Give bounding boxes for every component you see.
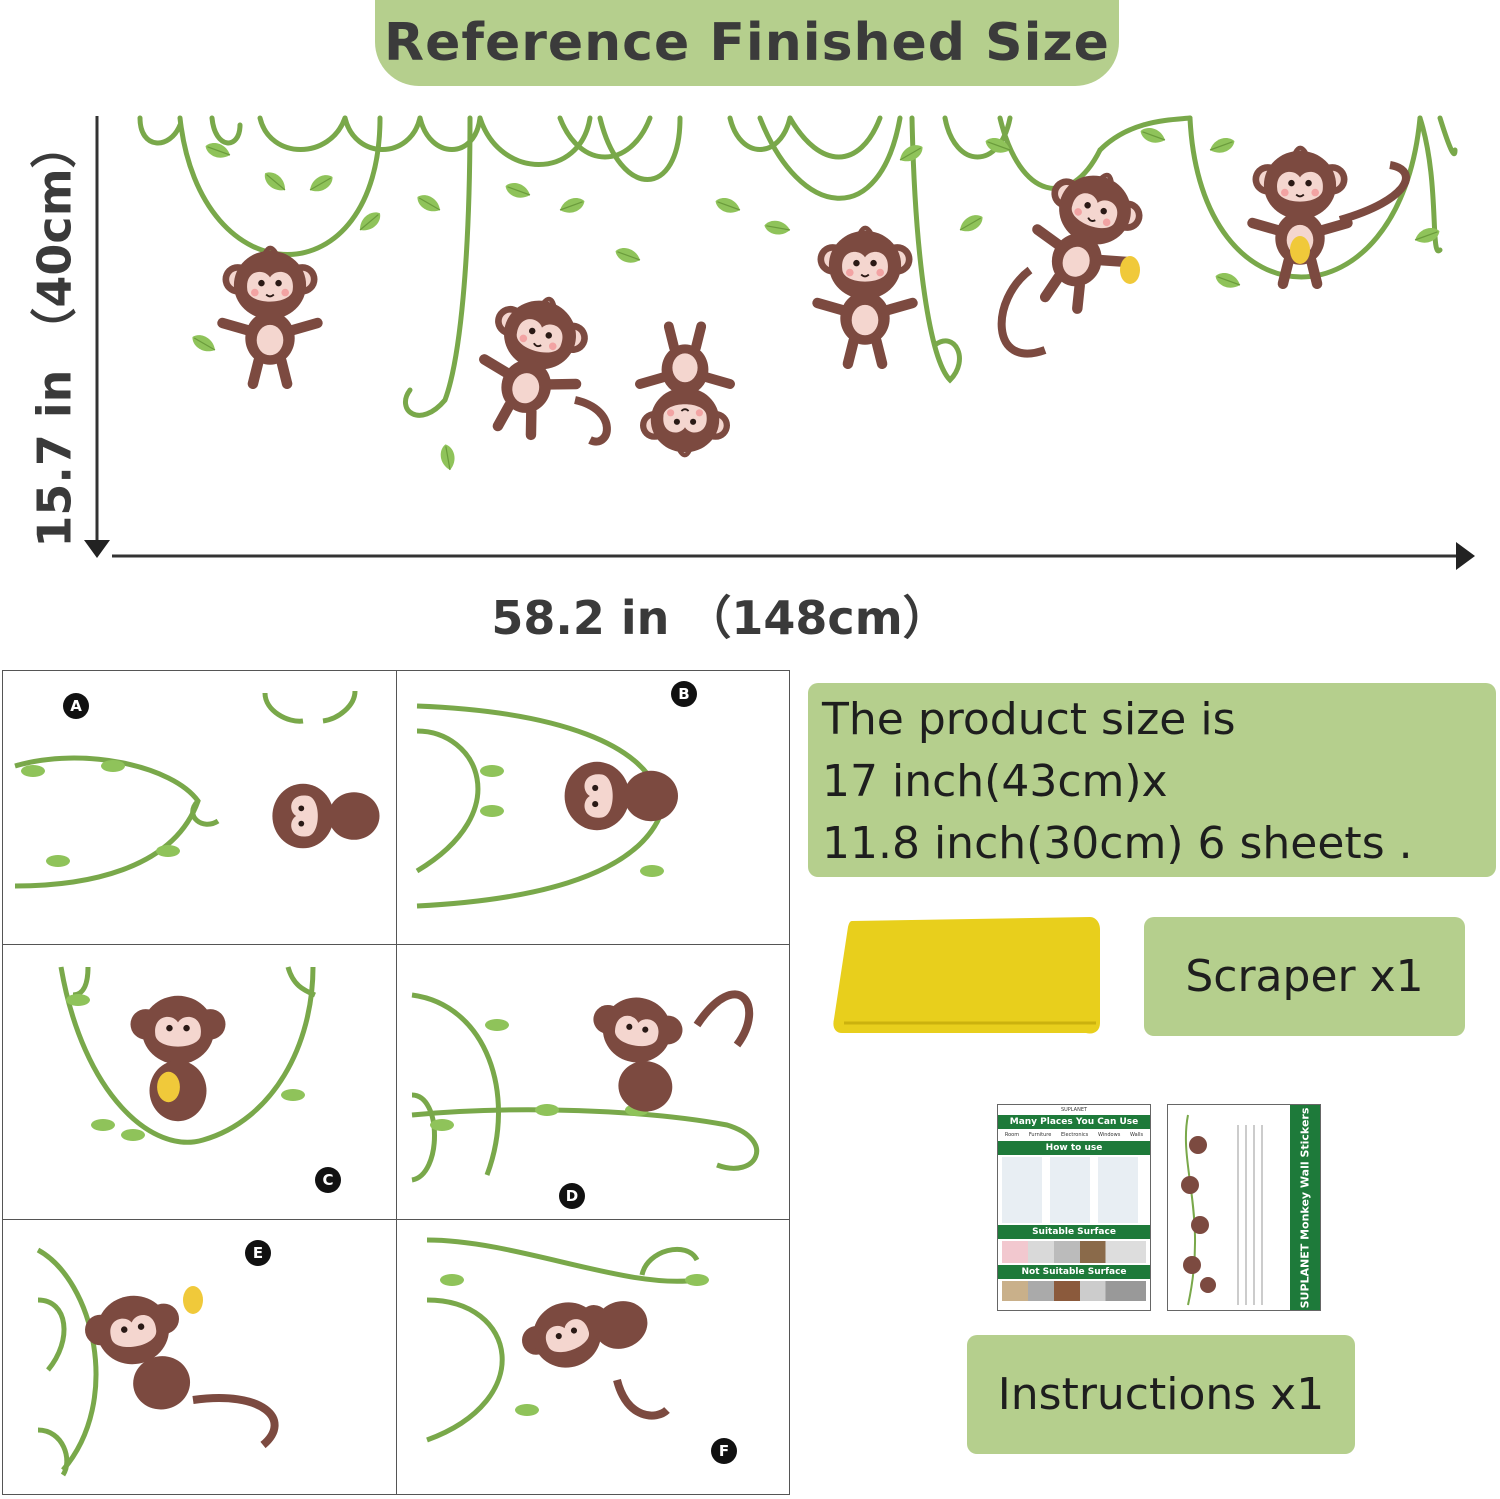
- sheet-d-art: [411, 990, 760, 1183]
- sheet-f-art: [426, 1237, 709, 1443]
- sheet-b-art: [415, 703, 679, 909]
- sticker-sheet-d: D: [396, 944, 790, 1220]
- sheet-marker-d: D: [559, 1183, 585, 1209]
- sticker-sheet-e: E: [2, 1219, 397, 1495]
- finished-monkey-illustration: [137, 115, 1458, 472]
- sheet-c-art: [58, 966, 316, 1145]
- card-suitable-swatches: [1002, 1241, 1146, 1263]
- card-steps-area: [1002, 1157, 1146, 1223]
- sheet-marker-c: C: [315, 1167, 341, 1193]
- width-dimension-label: 58.2 in （148cm）: [491, 591, 949, 645]
- card-not-suitable-swatches: [1002, 1281, 1146, 1301]
- sheet-marker-a: A: [63, 693, 89, 719]
- card-back-sidebar: SUPLANET Monkey Wall Stickers: [1290, 1105, 1320, 1310]
- sticker-sheet-c: C: [2, 944, 397, 1220]
- sticker-sheet-b: B: [396, 670, 790, 945]
- instruction-card-back: SUPLANET Monkey Wall Stickers: [1167, 1104, 1321, 1311]
- sticker-sheet-a: A: [2, 670, 397, 945]
- product-size-line-3: 11.8 inch(30cm) 6 sheets .: [822, 818, 1413, 869]
- sticker-sheet-f: F: [396, 1219, 790, 1495]
- sheet-marker-b: B: [671, 681, 697, 707]
- card-brand: SUPLANET: [1060, 1107, 1088, 1113]
- card-back-monkeys: [1181, 1114, 1263, 1306]
- instructions-label: Instructions x1: [967, 1335, 1355, 1454]
- sheet-marker-f: F: [711, 1438, 737, 1464]
- sheet-a-art: [14, 690, 380, 889]
- dimension-arrows: [84, 116, 1475, 570]
- card-heading-suitable: Suitable Surface: [998, 1225, 1150, 1239]
- sheet-marker-e: E: [245, 1240, 271, 1266]
- card-heading-not-suitable: Not Suitable Surface: [998, 1265, 1150, 1279]
- scraper-image: [833, 917, 1100, 1034]
- product-size-box: The product size is 17 inch(43cm)x 11.8 …: [808, 683, 1496, 877]
- sheet-e-art: [36, 1247, 279, 1477]
- product-size-line-1: The product size is: [822, 694, 1236, 745]
- scraper-label: Scraper x1: [1144, 917, 1465, 1036]
- card-heading-places: Many Places You Can Use: [998, 1115, 1150, 1129]
- page-title: Reference Finished Size: [375, 0, 1119, 86]
- card-heading-how: How to use: [998, 1141, 1150, 1155]
- product-size-line-2: 17 inch(43cm)x: [822, 756, 1168, 807]
